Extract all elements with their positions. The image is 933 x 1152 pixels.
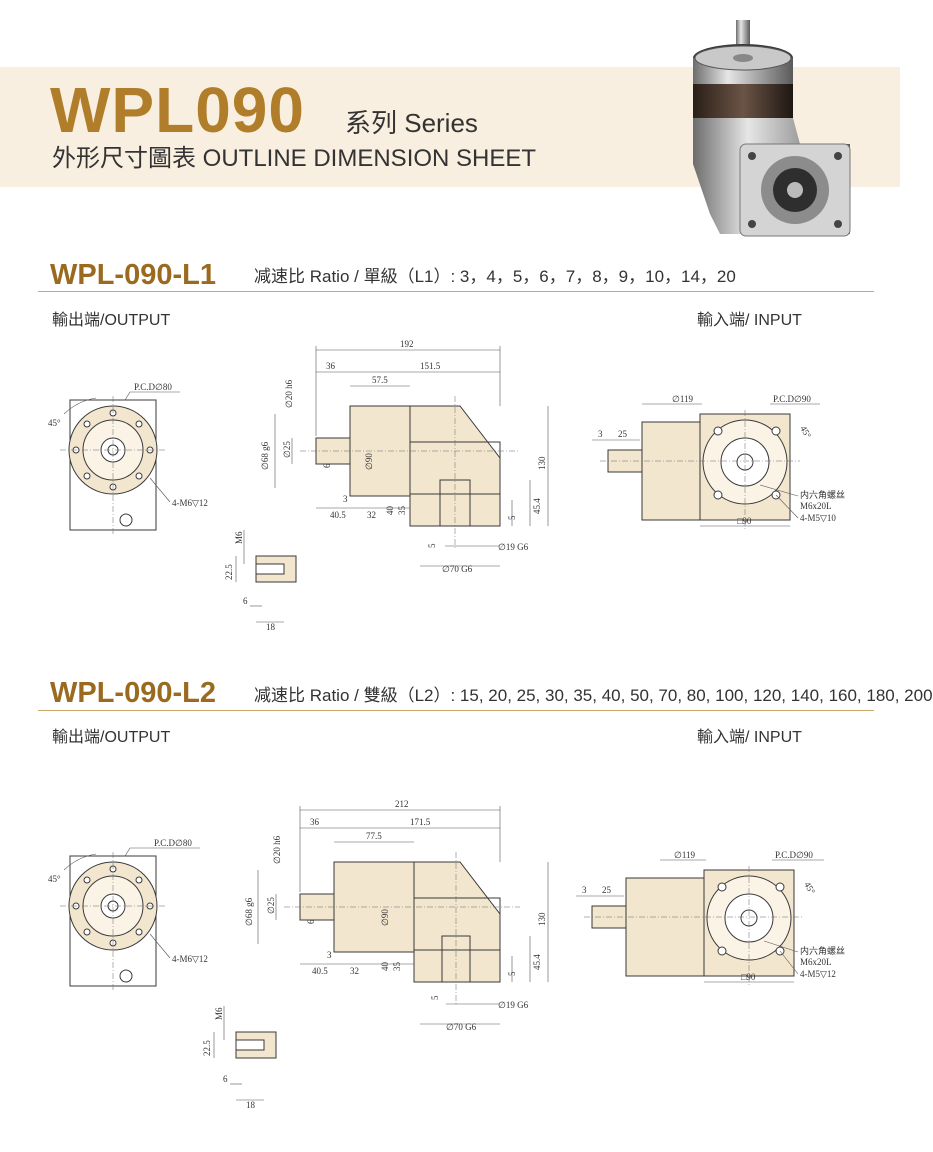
tap-detail-view: M6 22.5 6 18 [224,530,297,632]
dim-m5-tap: 4-M5▽10 [800,513,836,523]
dim-phi90: ∅90 [364,453,374,470]
dim-40-5: 40.5 [330,510,346,520]
gearbox-product-image [693,20,851,237]
dim-151: 151.5 [420,361,441,371]
dim-pcd90: P.C.D∅90 [775,850,813,860]
section-l2-output-label: 輸出端/OUTPUT [52,729,171,746]
dim-total-length: 192 [400,339,414,349]
dim-phi19: ∅19 G6 [498,542,529,552]
dim-phi19: ∅19 G6 [498,1000,529,1010]
dim-phi119: ∅119 [672,394,694,404]
section-l1-rule [38,291,874,292]
dim-32: 32 [350,966,359,976]
section-l1-drawing: 45° P.C.D∅80 4-M6▽12 192 36 151.5 57.5 ∅… [48,339,845,632]
dim-phi25: ∅25 [282,441,292,458]
dim-sq90: □90 [737,516,752,526]
section-l1-output-label: 輸出端/OUTPUT [52,312,171,329]
dim-pcd90: P.C.D∅90 [773,394,811,404]
dim-45-4: 45.4 [532,498,542,514]
model-title: WPL090 [50,74,305,146]
dim-3: 3 [343,494,348,504]
dim-angle: 45° [48,418,61,428]
tap-m6: M6 [234,531,244,544]
dim-sq90: □90 [741,972,756,982]
hex-note-2: M6x20L [800,501,832,511]
section-l2-rule [38,710,874,711]
dim-phi70: ∅70 G6 [442,564,473,574]
tap-18: 18 [266,622,276,632]
sheet-subtitle: 外形尺寸圖表 OUTLINE DIMENSION SHEET [52,145,537,172]
dim-m6-tap: 4-M6▽12 [172,954,208,964]
dim-m5-tap: 4-M5▽12 [800,969,836,979]
section-l2-input-label: 輸入端/ INPUT [697,729,802,746]
tap-22-5: 22.5 [224,564,234,580]
dim-45-4: 45.4 [532,954,542,970]
tap-18: 18 [246,1100,256,1110]
output-flange-view: 45° P.C.D∅80 4-M6▽12 [48,838,208,991]
dim-130: 130 [537,456,547,470]
dim-angle-b: 45° [798,424,813,440]
dim-angle-b: 45° [802,880,817,896]
dim-6: 6 [306,919,316,924]
dim-35: 35 [392,962,402,972]
dim-36: 36 [310,817,320,827]
dim-phi68: ∅68 g6 [244,897,254,926]
section-l1-title: WPL-090-L1 [50,259,216,291]
input-flange-view: ∅119 P.C.D∅90 3 25 45° 内六角螺丝 M6x20L □90 … [576,850,845,986]
dim-phi25: ∅25 [266,897,276,914]
dim-phi90: ∅90 [380,909,390,926]
dim-pcd80: P.C.D∅80 [154,838,192,848]
tap-m6: M6 [214,1007,224,1020]
dim-phi68: ∅68 g6 [260,441,270,470]
dim-40-5: 40.5 [312,966,328,976]
dim-35: 35 [397,506,407,516]
section-l2-ratio: 减速比 Ratio / 雙級（L2）: 15, 20, 25, 30, 35, … [254,686,933,705]
input-flange-view: ∅119 P.C.D∅90 3 25 45° 内六角螺丝 M6x20L □90 … [592,394,845,530]
output-flange-view: 45° P.C.D∅80 4-M6▽12 [48,382,208,535]
dim-5b: 5 [430,995,440,1000]
dim-6: 6 [322,463,332,468]
section-l1-input-label: 輸入端/ INPUT [697,312,802,329]
dim-phi20: ∅20 h6 [272,835,282,864]
gearbox-side-view: 212 36 171.5 77.5 ∅20 h6 ∅68 g6 ∅25 6 ∅9… [244,799,549,1032]
dim-5: 5 [507,515,517,520]
tap-6: 6 [223,1074,228,1084]
dim-57: 77.5 [366,831,382,841]
tap-6: 6 [243,596,248,606]
dim-pcd80: P.C.D∅80 [134,382,172,392]
dim-angle: 45° [48,874,61,884]
tap-detail-view: M6 22.5 6 18 [202,1006,277,1110]
dim-40: 40 [380,962,390,972]
dim-in-25: 25 [618,429,628,439]
dim-130: 130 [537,912,547,926]
dim-phi70: ∅70 G6 [446,1022,477,1032]
dim-5: 5 [507,971,517,976]
dim-40: 40 [385,506,395,516]
dim-in-3: 3 [598,429,603,439]
section-l2-drawing: 45° P.C.D∅80 4-M6▽12 212 36 171.5 77.5 ∅… [48,799,845,1110]
dim-151: 171.5 [410,817,431,827]
dim-phi119: ∅119 [674,850,696,860]
dim-36: 36 [326,361,336,371]
hex-note-1: 内六角螺丝 [800,489,845,500]
dim-total-length: 212 [395,799,409,809]
hex-note-1: 内六角螺丝 [800,945,845,956]
gearbox-side-view: 192 36 151.5 57.5 ∅20 h6 ∅68 g6 ∅25 6 ∅9… [260,339,549,574]
section-l1-ratio: 减速比 Ratio / 單級（L1）: 3，4，5，6，7，8，9，10，14，… [254,267,736,286]
dim-in-3: 3 [582,885,587,895]
section-l2-title: WPL-090-L2 [50,677,216,709]
dim-3: 3 [327,950,332,960]
dim-in-25: 25 [602,885,612,895]
dim-m6-tap: 4-M6▽12 [172,498,208,508]
dim-phi20: ∅20 h6 [284,379,294,408]
series-label: 系列 Series [345,108,478,138]
hex-note-2: M6x20L [800,957,832,967]
dim-5b: 5 [427,543,437,548]
tap-22-5: 22.5 [202,1040,212,1056]
dim-57: 57.5 [372,375,388,385]
dim-32: 32 [367,510,376,520]
